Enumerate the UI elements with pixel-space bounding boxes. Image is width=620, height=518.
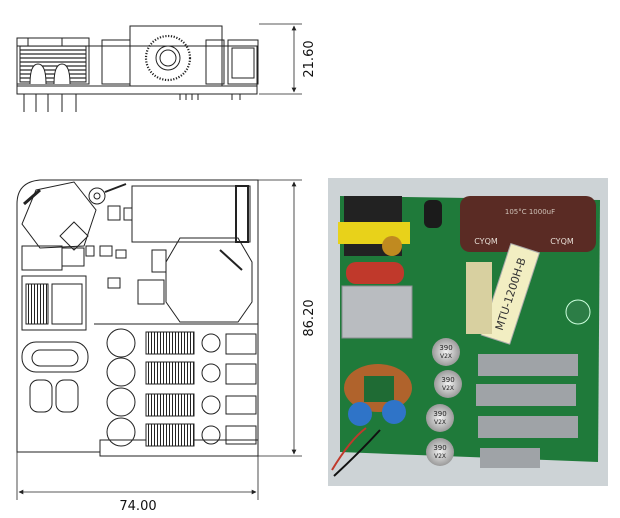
photo-cap-4-value: 390: [433, 444, 446, 452]
top-view-small-cap-4: [201, 425, 221, 445]
dim-height-side: [259, 23, 302, 95]
top-view-output-inductor-3: [145, 393, 195, 417]
top-view-outline: [16, 179, 259, 457]
photo-small-black-cap: [424, 200, 442, 228]
photo-output-heatsink-3: [478, 416, 578, 438]
top-view-small-part-7: [107, 277, 121, 289]
top-view-bulk-cap: [131, 185, 251, 243]
side-view-pcb: [16, 85, 258, 95]
photo-cap-3-code: V2X: [434, 419, 446, 426]
top-view-transformer-outline: [165, 237, 253, 323]
side-view-block: [101, 39, 131, 85]
photo-heatsink: [341, 285, 413, 339]
side-view-core-loop-2: [53, 63, 71, 85]
photo-output-heatsink-1: [478, 354, 578, 376]
side-view-transformer-cap: [27, 37, 63, 47]
photo-output-caps: 390 V2X 390 V2X 390 V2X 390 V2X: [426, 338, 462, 466]
top-view-small-part-1: [107, 205, 121, 221]
top-view-hatch-edge: [23, 188, 41, 206]
top-view: [16, 179, 259, 457]
photo-capacitor-brand-2: CYQM: [474, 237, 498, 246]
side-view-core-loop-1: [29, 63, 47, 85]
top-view-y-cap-outer: [21, 341, 89, 373]
top-view-output-connector-1: [225, 333, 257, 355]
top-view-cap-left: [29, 379, 53, 413]
top-view-block-a: [21, 245, 63, 271]
top-view-inductor-winding: [25, 283, 49, 325]
top-view-output-connector-2: [225, 363, 257, 385]
dim-width: [16, 452, 259, 500]
photo-y-cap-2: [382, 400, 406, 424]
top-view-inductor: [21, 275, 87, 331]
photo-red-cap: [346, 262, 404, 284]
dim-height-top: [258, 179, 302, 457]
top-view-block-b: [61, 247, 85, 267]
dim-width-label: 74.00: [119, 499, 156, 514]
photo-red-wire: [331, 427, 367, 471]
top-view-transformer-mark: [219, 249, 243, 271]
photo-transformer-wire: [382, 236, 402, 256]
top-view-output-cap-2: [106, 357, 136, 387]
photo-output-heatsink-4: [480, 448, 540, 468]
photo-black-wire: [333, 429, 381, 477]
top-view-bulk-cap-edge: [235, 185, 249, 243]
top-view-ic: [137, 279, 165, 305]
photo-cap-1-value: 390: [439, 344, 452, 352]
toroid-hole: [159, 49, 177, 67]
photo-transformer-core-2: [466, 262, 492, 334]
top-view-output-cap-3: [106, 387, 136, 417]
photo-y-cap-1: [348, 402, 372, 426]
side-view-cap: [205, 39, 225, 85]
side-view-pins: [23, 94, 241, 112]
photo-cap-2-code: V2X: [442, 385, 454, 392]
side-view: [16, 25, 259, 112]
photo-output-heatsink-2: [476, 384, 576, 406]
top-view-cap-right: [55, 379, 79, 413]
top-view-small-part-3: [85, 245, 95, 257]
photo-cap-3-value: 390: [433, 410, 446, 418]
top-view-output-cap-1: [106, 328, 136, 358]
top-view-small-part-5: [115, 249, 127, 259]
top-view-output-inductor-4: [145, 423, 195, 447]
pcb-photo: 105°C 1000uF CYQM CYQM MTU-1200H-B 390 V…: [328, 178, 608, 486]
photo-cm-inductor-core: [364, 376, 394, 402]
top-view-output-frame: [94, 323, 259, 452]
photo-capacitor-brand: CYQM: [550, 237, 574, 246]
photo-cap-2-value: 390: [441, 376, 454, 384]
photo-cap-1-code: V2X: [440, 353, 452, 360]
toroid-outer: [144, 34, 192, 82]
top-view-small-part-6: [151, 249, 167, 273]
top-view-fuse: [88, 187, 106, 205]
top-view-region-1: [21, 181, 97, 249]
top-view-small-cap-1: [201, 333, 221, 353]
toroid-inner: [155, 45, 181, 71]
top-view-output-inductor-1: [145, 331, 195, 355]
top-view-output-connector-4: [225, 425, 257, 445]
top-view-y-cap-inner: [31, 349, 79, 367]
top-view-small-part-2: [123, 207, 133, 221]
top-view-inductor-body: [51, 283, 83, 325]
photo-capacitor-spec: 105°C 1000uF: [505, 208, 555, 216]
top-view-small-cap-3: [201, 395, 221, 415]
dim-height-top-label: 86.20: [302, 299, 317, 336]
top-view-output-inductor-2: [145, 361, 195, 385]
side-view-connector: [227, 39, 259, 85]
top-view-output-connector-3: [225, 395, 257, 415]
side-view-connector-inner: [231, 47, 255, 79]
dim-height-side-label: 21.60: [302, 40, 317, 77]
top-view-small-cap-2: [201, 363, 221, 383]
photo-bulk-capacitor: [460, 196, 596, 252]
top-view-small-part-4: [99, 245, 113, 257]
photo-green-cap: [565, 299, 591, 325]
top-view-output-cap-4: [106, 417, 136, 447]
top-view-fuse-lead: [104, 183, 127, 193]
top-view-rectifier: [59, 221, 89, 251]
photo-cap-4-code: V2X: [434, 453, 446, 460]
top-view-fuse-center: [93, 192, 101, 200]
